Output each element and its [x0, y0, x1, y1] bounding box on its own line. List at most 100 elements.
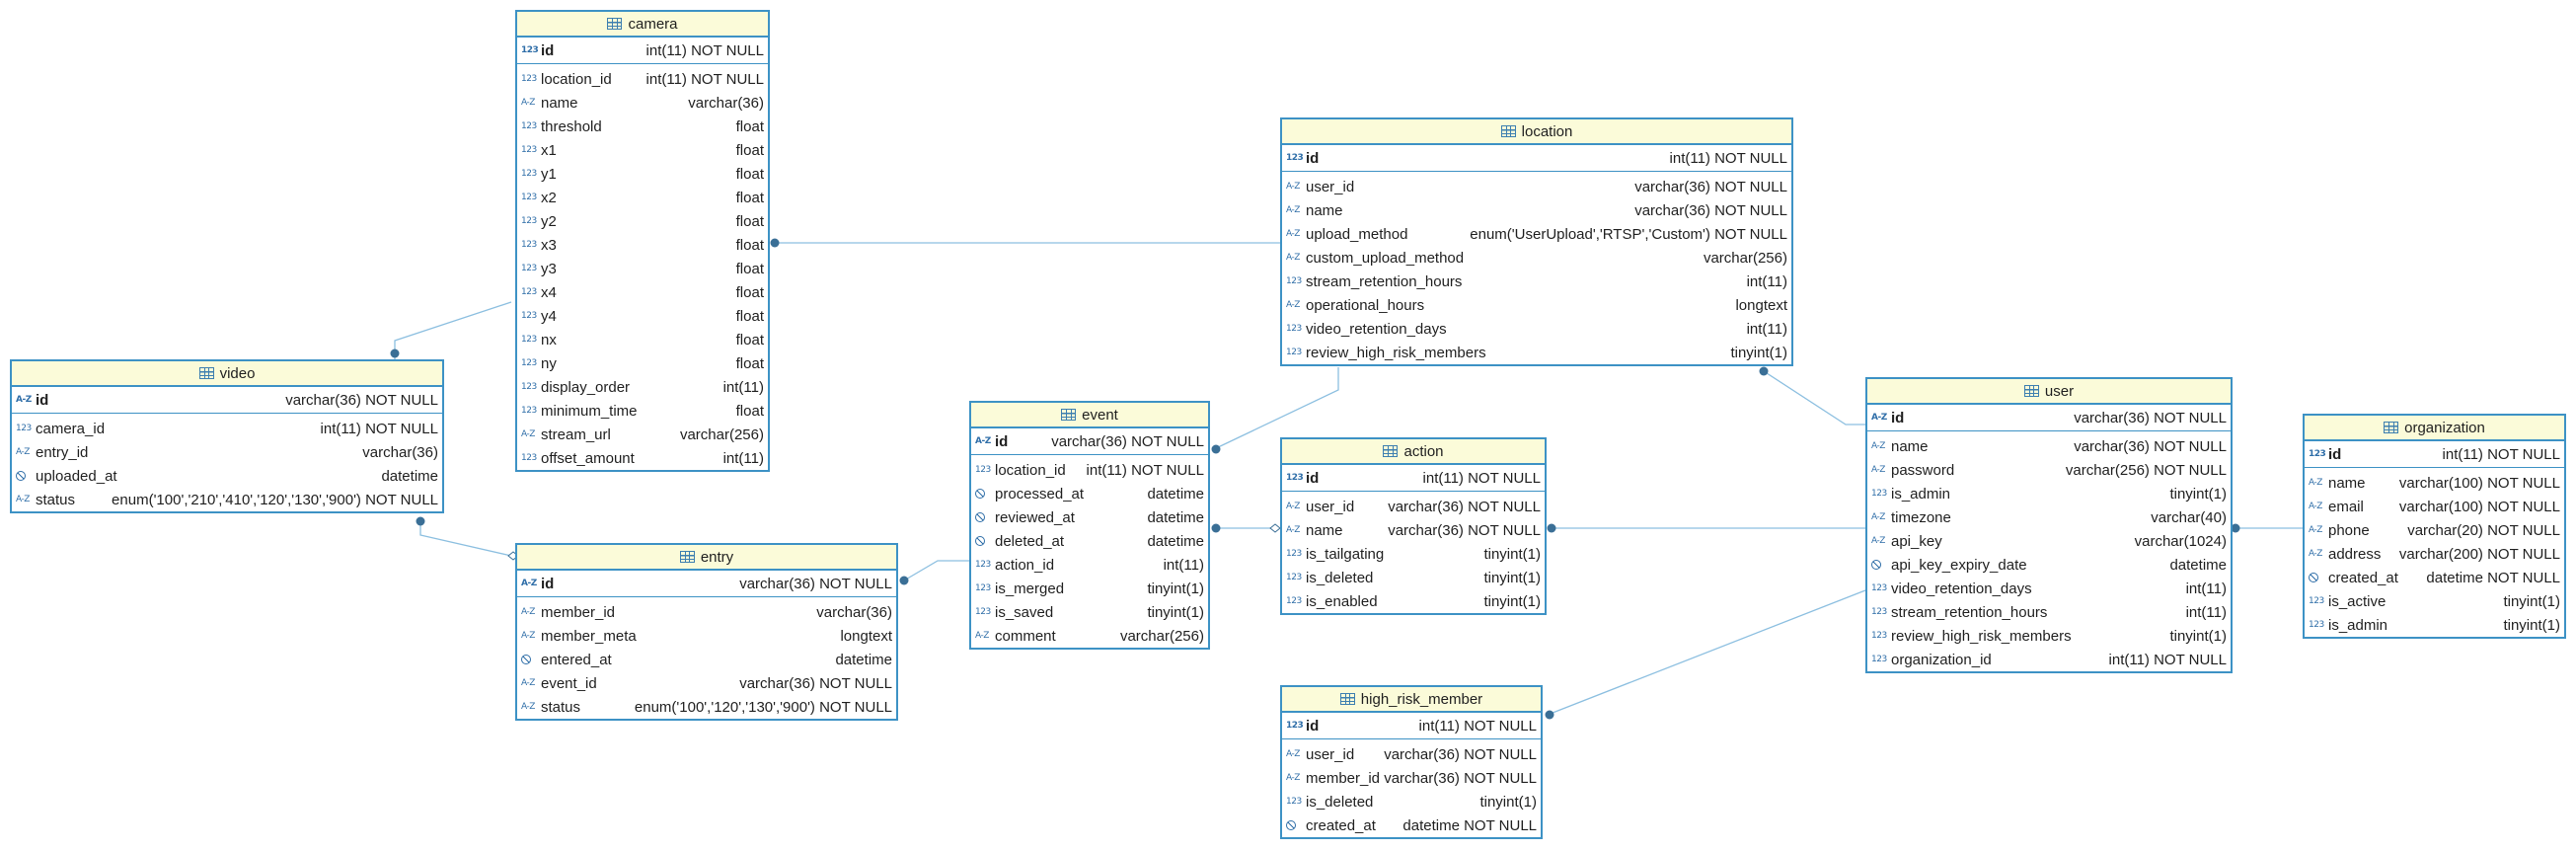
datetime-type-icon	[16, 471, 32, 481]
entity-header[interactable]: entry	[517, 545, 896, 571]
numeric-type-icon: 123	[521, 169, 537, 179]
entity-header[interactable]: user	[1867, 379, 2231, 405]
entity-header[interactable]: location	[1282, 119, 1791, 145]
text-type-icon: A-Z	[521, 607, 535, 617]
entity-header[interactable]: video	[12, 361, 442, 387]
numeric-type-icon: 123	[1871, 583, 1887, 593]
entity-header[interactable]: organization	[2305, 416, 2564, 441]
entity-header[interactable]: high_risk_member	[1282, 687, 1541, 713]
entity-header[interactable]: event	[971, 403, 1208, 428]
column-name: is_saved	[995, 603, 1054, 621]
entity-header[interactable]: camera	[517, 12, 768, 38]
entity-header[interactable]: action	[1282, 439, 1545, 465]
